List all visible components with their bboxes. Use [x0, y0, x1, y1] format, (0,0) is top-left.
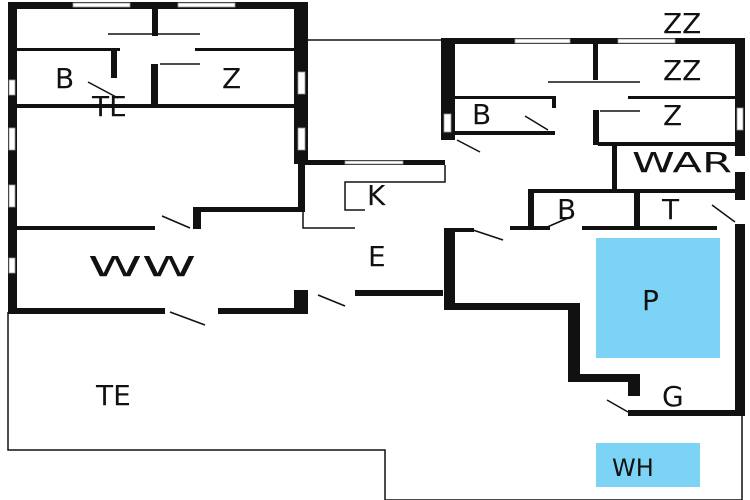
left-wing-windows: [8, 2, 404, 274]
room-label-k: K: [367, 179, 386, 212]
room-label-zz-top: ZZ: [663, 7, 701, 40]
room-label-b-right-top: B: [472, 98, 491, 131]
whirlpool: [596, 443, 700, 487]
room-label-wh: WH: [612, 454, 654, 482]
room-label-war: WAR: [632, 146, 732, 179]
room-label-b-left: B: [55, 62, 74, 95]
left-wing-walls: [8, 2, 445, 314]
kitchen-counter: [344, 165, 446, 211]
room-label-z-left: Z: [222, 62, 241, 95]
entry-outline: [302, 208, 355, 229]
room-label-z-right: Z: [663, 99, 682, 132]
room-label-zz: ZZ: [663, 54, 701, 87]
room-label-ww: WW: [88, 250, 196, 283]
terrace-outline: [7, 312, 743, 500]
room-label-b-right-mid: B: [557, 193, 576, 226]
room-label-p: P: [642, 284, 659, 317]
pool: [596, 238, 720, 358]
room-label-te-left: TE: [91, 90, 127, 123]
room-label-t: T: [661, 193, 680, 226]
room-label-e: E: [368, 240, 386, 273]
room-label-g: G: [662, 380, 684, 413]
right-wing-walls: [441, 38, 745, 416]
room-label-te-bottom: TE: [95, 379, 131, 412]
right-wing-windows: [443, 38, 744, 133]
